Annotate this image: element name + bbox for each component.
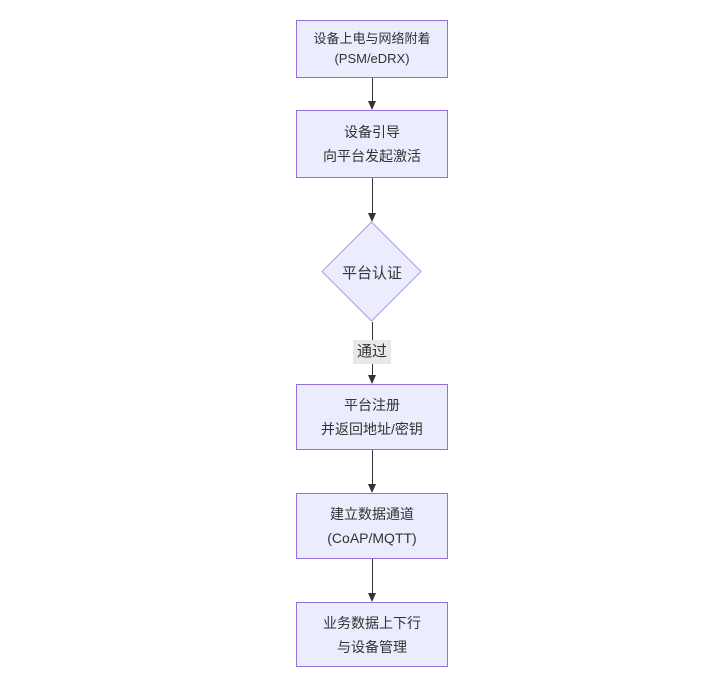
edge-channel-to-business xyxy=(368,559,378,602)
edge-line xyxy=(372,450,373,486)
edge-register-to-channel xyxy=(368,450,378,493)
edge-power-to-bootstrap xyxy=(368,78,378,110)
edge-label-pass: 通过 xyxy=(352,340,392,364)
node-label-line: 向平台发起激活 xyxy=(323,148,421,164)
node-label-line: 设备引导 xyxy=(344,124,400,140)
node-label-line: 平台注册 xyxy=(344,397,400,413)
edge-line xyxy=(372,178,373,215)
node-label-line: (CoAP/MQTT) xyxy=(327,530,417,546)
arrowhead-down-icon xyxy=(368,101,376,110)
arrowhead-down-icon xyxy=(368,593,376,602)
flow-node-power-on-attach: 设备上电与网络附着 (PSM/eDRX) xyxy=(296,20,448,78)
arrowhead-down-icon xyxy=(368,213,376,222)
node-label-line: 平台认证 xyxy=(341,264,402,282)
flow-node-data-channel: 建立数据通道 (CoAP/MQTT) xyxy=(296,493,448,559)
flow-node-business-data: 业务数据上下行 与设备管理 xyxy=(296,602,448,667)
arrowhead-down-icon xyxy=(368,375,376,384)
node-label-line: 并返回地址/密钥 xyxy=(321,421,423,437)
flow-node-platform-register: 平台注册 并返回地址/密钥 xyxy=(296,384,448,450)
edge-line xyxy=(372,559,373,595)
edge-bootstrap-to-auth xyxy=(368,178,378,222)
arrowhead-down-icon xyxy=(368,484,376,493)
flow-node-device-bootstrap: 设备引导 向平台发起激活 xyxy=(296,110,448,178)
node-label-line: (PSM/eDRX) xyxy=(334,51,410,66)
flow-node-platform-auth: 平台认证 xyxy=(321,221,422,322)
edge-line xyxy=(372,78,373,103)
node-label-line: 建立数据通道 xyxy=(330,506,414,522)
node-label-line: 设备上电与网络附着 xyxy=(313,31,431,46)
node-label-line: 与设备管理 xyxy=(337,638,407,655)
node-label-line: 业务数据上下行 xyxy=(323,614,421,631)
